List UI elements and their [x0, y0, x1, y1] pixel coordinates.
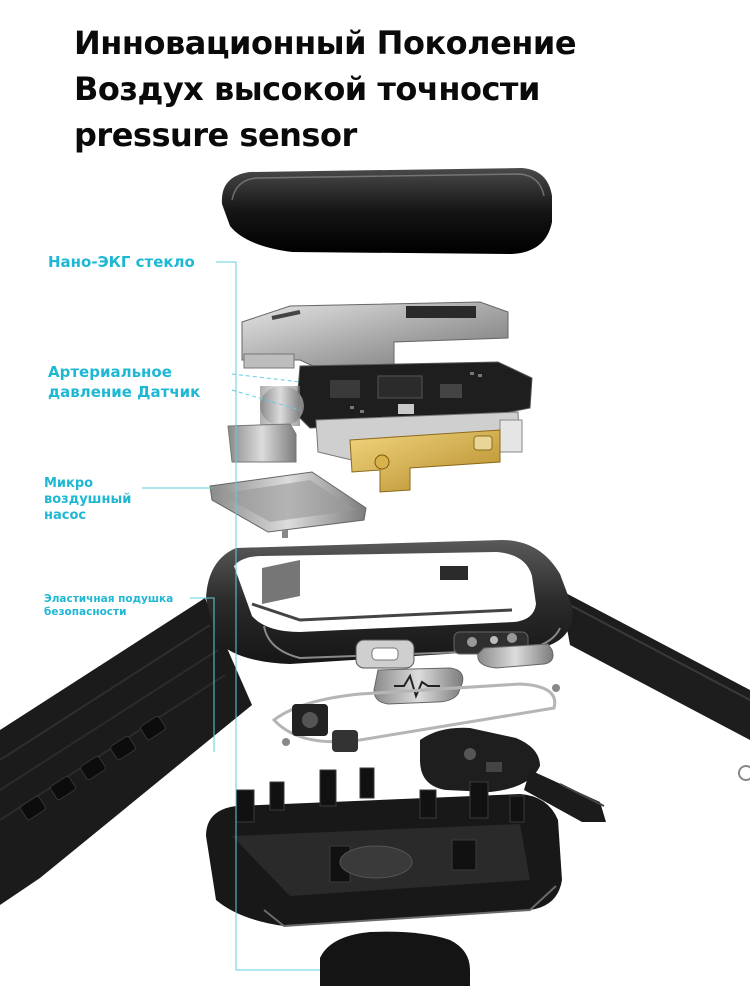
callout-nano-ecg-glass: Нано-ЭКГ стекло — [48, 252, 195, 272]
callout-sensor-line-2: давление Датчик — [48, 383, 201, 401]
callout-glass-label: Нано-ЭКГ стекло — [48, 253, 195, 271]
pressure-sensor-board — [260, 361, 533, 493]
metal-block — [227, 423, 297, 463]
callout-sensor-line-1: Артериальное — [48, 363, 172, 381]
right-strap — [560, 590, 750, 781]
headline-line-3: pressure sensor — [74, 116, 357, 154]
headline-line-1: Инновационный Поколение — [74, 24, 577, 62]
nano-ecg-glass — [221, 168, 552, 254]
headline-line-2: Воздух высокой точности — [74, 70, 540, 108]
side-sensor-buttons — [355, 631, 554, 705]
callout-elastic-cushion: Эластичная подушка безопасности — [44, 593, 173, 619]
callout-micro-air-pump: Микро воздушный насос — [44, 476, 131, 524]
callout-cushion-line-2: безопасности — [44, 606, 127, 618]
elastic-safety-cushion — [320, 931, 470, 986]
micro-air-pump — [209, 471, 367, 538]
heart-rate-wave-icon — [394, 673, 440, 699]
callout-blood-pressure-sensor: Артериальное давление Датчик — [48, 362, 200, 402]
bottom-case — [206, 767, 562, 928]
wire-ring-gasket — [271, 682, 560, 746]
callout-leader-lines — [142, 261, 320, 971]
bottom-sensor-board — [292, 704, 606, 822]
callout-pump-line-2: воздушный — [44, 492, 132, 507]
headline: Инновационный Поколение Воздух высокой т… — [74, 20, 577, 158]
callout-cushion-line-1: Эластичная подушка — [44, 593, 174, 605]
metal-shield-plate — [241, 301, 509, 375]
left-strap — [0, 598, 252, 905]
callout-pump-line-3: насос — [44, 508, 87, 523]
callout-pump-line-1: Микро — [44, 476, 94, 491]
